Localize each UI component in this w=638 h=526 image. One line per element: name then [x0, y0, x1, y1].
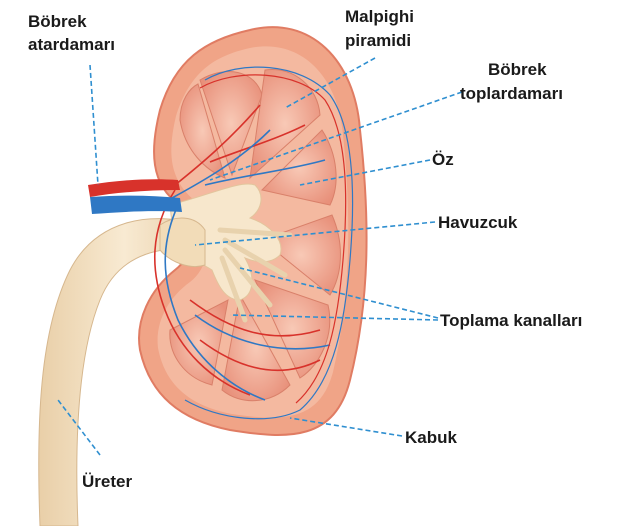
- label-ureter: Üreter: [82, 472, 132, 491]
- label-renal-artery: atardamarı: [28, 35, 115, 54]
- label-renal-vein: Böbrek: [488, 60, 547, 79]
- label-malpighi-pyramid: Malpighi: [345, 7, 414, 26]
- label-pelvis: Havuzcuk: [438, 213, 518, 232]
- label-medulla: Öz: [432, 150, 454, 169]
- renal-artery-trunk: [88, 179, 180, 197]
- label-renal-artery: Böbrek: [28, 12, 87, 31]
- renal-vein-trunk: [90, 196, 182, 214]
- label-cortex: Kabuk: [405, 428, 458, 447]
- label-collecting-ducts: Toplama kanalları: [440, 311, 582, 330]
- label-malpighi-pyramid: piramidi: [345, 31, 411, 50]
- label-renal-vein: toplardamarı: [460, 84, 563, 103]
